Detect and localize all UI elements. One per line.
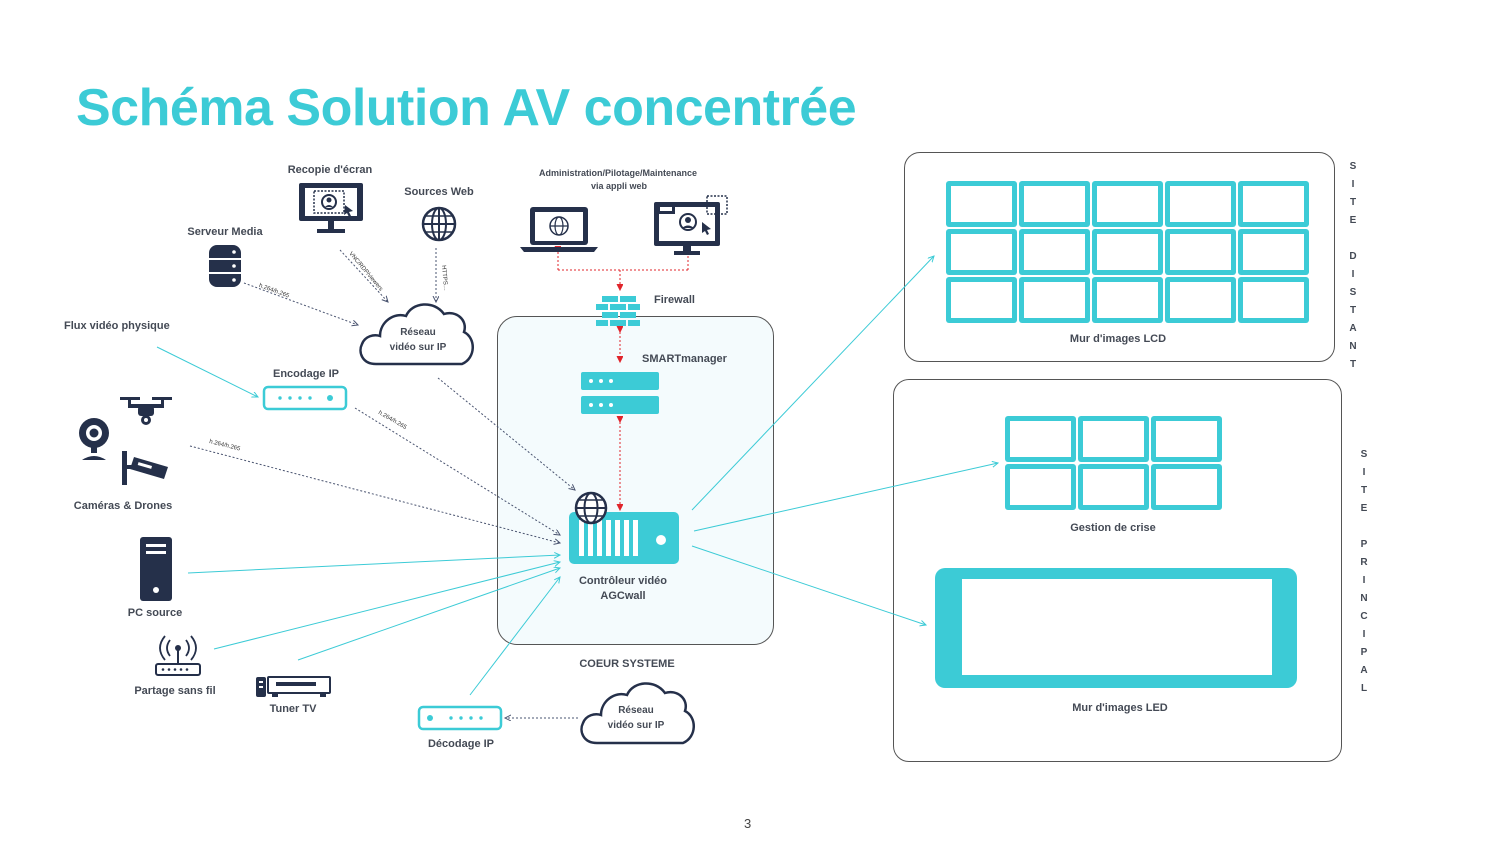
wall-screen-display bbox=[1097, 186, 1158, 222]
reseau-label-line2: vidéo sur IP bbox=[389, 342, 447, 353]
page-number: 3 bbox=[744, 816, 752, 831]
screens-admin-icon bbox=[654, 195, 728, 255]
wall-screen-display bbox=[1097, 282, 1158, 318]
cctv-icon bbox=[122, 451, 168, 485]
tv-tuner-icon bbox=[256, 676, 331, 697]
database-icon bbox=[209, 245, 241, 287]
wall-screen-display bbox=[1170, 234, 1231, 270]
edge-controller-to-lcd bbox=[691, 256, 934, 511]
gestion-crise-label: Gestion de crise bbox=[1070, 522, 1156, 534]
decoder-icon bbox=[417, 705, 503, 731]
edge-recopie-to-network bbox=[339, 249, 388, 302]
wall-screen-display bbox=[1243, 234, 1304, 270]
wall-screen-display bbox=[951, 186, 1012, 222]
firewall-icon bbox=[596, 296, 640, 326]
wall-screen-display bbox=[1024, 282, 1085, 318]
partage-label: Partage sans fil bbox=[134, 685, 216, 697]
wall-screen-display bbox=[1156, 421, 1217, 457]
edge-pc-to-controller bbox=[187, 555, 560, 574]
encodage-ip-label: Encodage IP bbox=[272, 368, 340, 380]
admin-label-line1: Administration/Pilotage/Maintenance bbox=[538, 168, 698, 178]
pc-tower-icon bbox=[140, 537, 172, 601]
flux-video-label: Flux vidéo physique bbox=[64, 320, 170, 332]
server-icon bbox=[581, 372, 659, 414]
wall-screen-display bbox=[951, 282, 1012, 318]
led-wall-icon bbox=[935, 568, 1297, 688]
reseau-label-line1: Réseau bbox=[400, 327, 436, 338]
controleur-label-line1: Contrôleur vidéo bbox=[578, 575, 668, 587]
lcd-wall-icon bbox=[946, 181, 1309, 323]
edge-cameras-to-controller bbox=[189, 445, 560, 543]
tuner-label: Tuner TV bbox=[269, 703, 317, 715]
serveur-media-label: Serveur Media bbox=[187, 226, 263, 238]
smartmanager-label: SMARTmanager bbox=[642, 353, 727, 365]
coeur-systeme-label: COEUR SYSTEME bbox=[579, 658, 675, 670]
controleur-label-line2: AGCwall bbox=[600, 590, 646, 602]
drone-icon bbox=[120, 397, 172, 425]
wall-screen-display bbox=[1024, 234, 1085, 270]
reseau2-label-line1: Réseau bbox=[618, 705, 654, 716]
video-controller-icon bbox=[569, 491, 679, 564]
site-distant-label: S I T E D I S T A N T bbox=[1349, 161, 1357, 370]
webcam-icon bbox=[79, 418, 109, 460]
cloud-icon bbox=[580, 682, 695, 745]
crisis-wall-icon bbox=[1005, 416, 1222, 510]
wall-screen-display bbox=[1170, 282, 1231, 318]
admin-label-line2: via appli web bbox=[590, 181, 648, 191]
edge-media-to-network bbox=[243, 282, 358, 325]
edge-tuner-to-controller bbox=[297, 568, 560, 661]
firewall-label: Firewall bbox=[654, 294, 695, 306]
cameras-label: Caméras & Drones bbox=[73, 500, 173, 512]
laptop-globe-icon bbox=[520, 207, 598, 252]
wall-screen-display bbox=[1010, 469, 1071, 505]
page-title: Schéma Solution AV concentrée bbox=[76, 79, 857, 137]
globe-icon bbox=[421, 206, 457, 242]
wall-screen-display bbox=[1243, 282, 1304, 318]
mur-lcd-label: Mur d'images LCD bbox=[1069, 333, 1167, 345]
wall-screen-display bbox=[1010, 421, 1071, 457]
decodage-ip-label: Décodage IP bbox=[427, 738, 495, 750]
core-system-box bbox=[497, 316, 774, 645]
monitor-user-icon bbox=[299, 183, 363, 233]
wall-screen-display bbox=[1083, 469, 1144, 505]
recopie-label: Recopie d'écran bbox=[287, 164, 373, 176]
cloud-icon bbox=[359, 303, 474, 366]
edge-controller-to-crisis bbox=[693, 463, 998, 532]
wifi-router-icon bbox=[155, 635, 201, 676]
edge-flux-to-encoder bbox=[156, 346, 258, 397]
site-principal-label: S I T E P R I N C I P A L bbox=[1360, 449, 1368, 694]
edge-wifi-to-controller bbox=[213, 562, 560, 650]
wall-screen-display bbox=[1243, 186, 1304, 222]
edge-decoder-to-controller bbox=[469, 577, 560, 696]
wall-screen-display bbox=[1097, 234, 1158, 270]
edge-network-to-controller bbox=[437, 377, 575, 490]
edge-controller-to-led bbox=[691, 545, 926, 625]
wall-screen-display bbox=[1024, 186, 1085, 222]
wall-screen-display bbox=[951, 234, 1012, 270]
mur-led-label: Mur d'images LED bbox=[1072, 702, 1168, 714]
sources-web-label: Sources Web bbox=[404, 186, 474, 198]
wall-screen-display bbox=[1156, 469, 1217, 505]
edge-encoder-to-controller bbox=[354, 407, 560, 535]
wall-screen-display bbox=[1083, 421, 1144, 457]
wall-screen-display bbox=[1170, 186, 1231, 222]
reseau2-label-line2: vidéo sur IP bbox=[607, 720, 665, 731]
pc-source-label: PC source bbox=[127, 607, 183, 619]
encoder-icon bbox=[262, 385, 348, 411]
